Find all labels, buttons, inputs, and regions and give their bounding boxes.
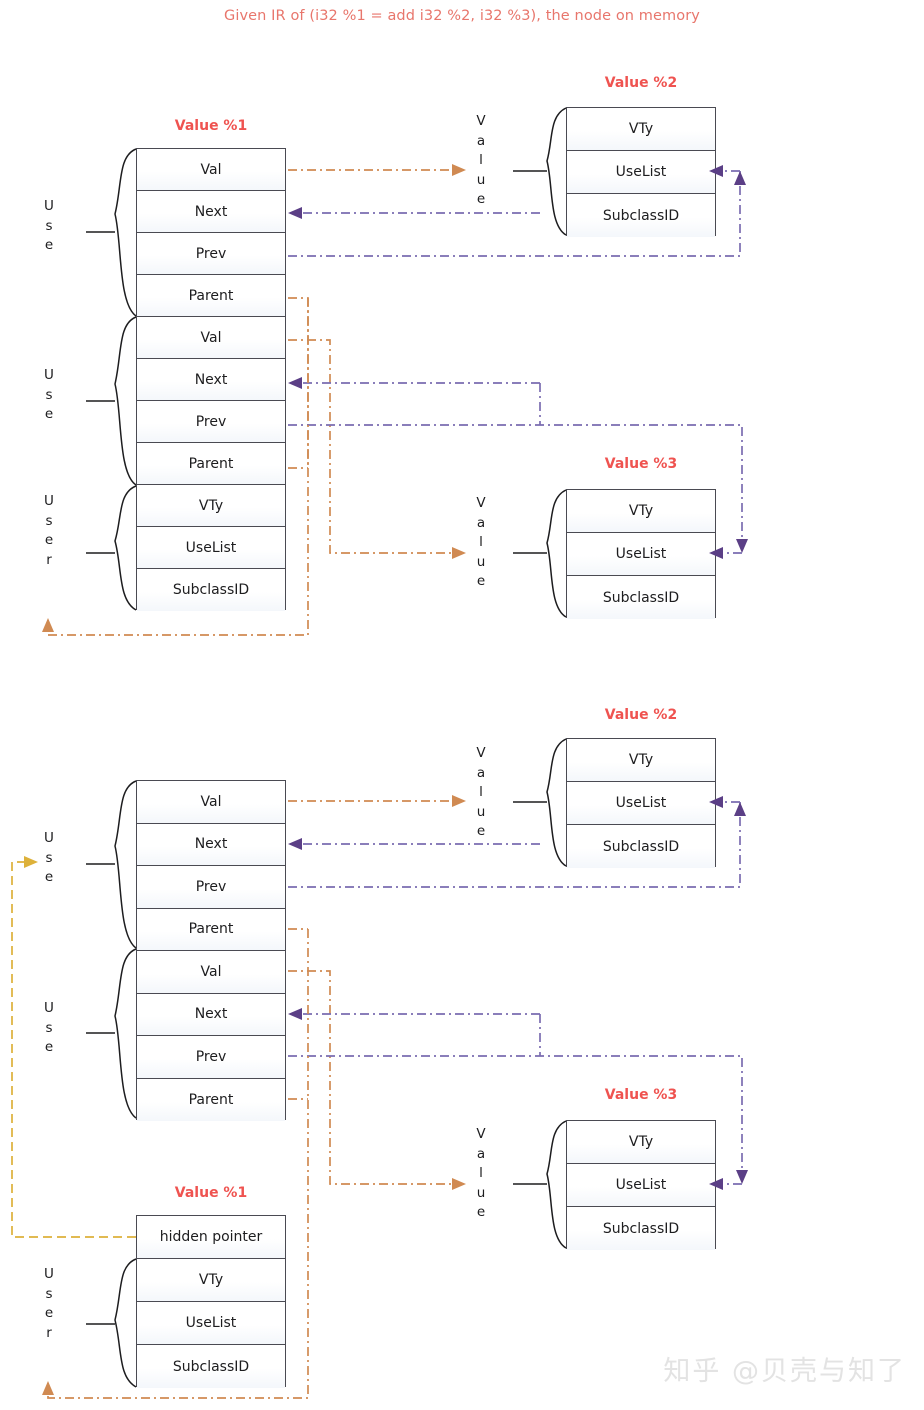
row-hidden-pointer: hidden pointer bbox=[137, 1216, 285, 1259]
arrow-bot-use3-val-to-value2 bbox=[288, 795, 466, 807]
arrow-top-use1-prev-loop-to-value2 bbox=[288, 165, 746, 257]
row-uselist: UseList bbox=[137, 1302, 285, 1345]
row-vty: VTy bbox=[567, 1121, 715, 1164]
arrow-top-use1-val-to-value2 bbox=[288, 164, 466, 176]
top-user-node-struct: Val Next Prev Parent Val Next Prev Paren… bbox=[136, 148, 286, 611]
bottom-use-node-struct: Val Next Prev Parent Val Next Prev Paren… bbox=[136, 780, 286, 1121]
row-parent: Parent bbox=[137, 908, 285, 951]
arrow-bot-value3-to-use4-next bbox=[288, 1008, 540, 1020]
row-prev: Prev bbox=[137, 233, 285, 275]
brace-value3 bbox=[513, 489, 567, 618]
group-label-value: V a l u e bbox=[476, 1126, 486, 1221]
bottom-value2-label: Value %2 bbox=[604, 707, 678, 723]
brace-value5 bbox=[513, 1120, 567, 1249]
arrow-bot-value2-to-use3-next bbox=[288, 838, 540, 850]
arrow-bot-use4-prev-loop-to-value3 bbox=[288, 1055, 748, 1190]
row-vty: VTy bbox=[567, 108, 715, 151]
row-vty: VTy bbox=[567, 739, 715, 782]
brace-value4 bbox=[513, 738, 567, 867]
row-prev: Prev bbox=[137, 401, 285, 443]
orange-parent-trunk-bottom bbox=[42, 929, 309, 1399]
watermark: 知乎 @贝壳与知了 bbox=[663, 1356, 906, 1387]
arrow-top-use2-prev-loop-to-value3 bbox=[288, 424, 748, 559]
row-parent: Parent bbox=[137, 1078, 285, 1121]
row-uselist: UseList bbox=[137, 527, 285, 569]
group-label-user: U s e r bbox=[44, 493, 54, 568]
row-next: Next bbox=[137, 993, 285, 1036]
bottom-value3-struct: VTy UseList SubclassID bbox=[566, 1120, 716, 1250]
row-next: Next bbox=[137, 359, 285, 401]
row-uselist: UseList bbox=[567, 782, 715, 825]
arrow-top-value2-to-use1-next bbox=[288, 207, 540, 219]
row-subclassid: SubclassID bbox=[567, 825, 715, 868]
top-value3-label: Value %3 bbox=[604, 456, 678, 472]
row-next: Next bbox=[137, 191, 285, 233]
arrow-bot-use4-val-to-value3 bbox=[288, 970, 466, 1190]
top-value3-struct: VTy UseList SubclassID bbox=[566, 489, 716, 619]
row-prev: Prev bbox=[137, 866, 285, 909]
arrow-bot-use3-prev-loop-to-value2 bbox=[288, 796, 746, 888]
brace-value2 bbox=[513, 107, 567, 236]
row-subclassid: SubclassID bbox=[137, 1345, 285, 1388]
row-val: Val bbox=[137, 149, 285, 191]
top-value2-label: Value %2 bbox=[604, 75, 678, 91]
bottom-value2-struct: VTy UseList SubclassID bbox=[566, 738, 716, 868]
row-subclassid: SubclassID bbox=[567, 576, 715, 619]
row-val: Val bbox=[137, 951, 285, 994]
brace-user-1 bbox=[86, 485, 137, 611]
arrow-top-use2-val-to-value3 bbox=[288, 339, 466, 559]
brace-use-1 bbox=[86, 148, 137, 317]
arrow-top-value3-to-use2-next bbox=[288, 377, 540, 389]
top-value2-struct: VTy UseList SubclassID bbox=[566, 107, 716, 237]
group-label-value: V a l u e bbox=[476, 495, 486, 590]
row-prev: Prev bbox=[137, 1036, 285, 1079]
row-vty: VTy bbox=[137, 1259, 285, 1302]
row-vty: VTy bbox=[137, 485, 285, 527]
row-subclassid: SubclassID bbox=[137, 569, 285, 611]
row-val: Val bbox=[137, 781, 285, 824]
group-label-value: V a l u e bbox=[476, 113, 486, 208]
group-label-user: U s e r bbox=[44, 1266, 54, 1341]
row-uselist: UseList bbox=[567, 151, 715, 194]
row-val: Val bbox=[137, 317, 285, 359]
brace-use-3 bbox=[86, 780, 137, 949]
row-subclassid: SubclassID bbox=[567, 194, 715, 237]
row-uselist: UseList bbox=[567, 1164, 715, 1207]
bottom-value1-struct: hidden pointer VTy UseList SubclassID bbox=[136, 1215, 286, 1388]
bottom-value3-label: Value %3 bbox=[604, 1087, 678, 1103]
top-value1-label: Value %1 bbox=[174, 118, 248, 134]
row-subclassid: SubclassID bbox=[567, 1207, 715, 1250]
bottom-value1-label: Value %1 bbox=[174, 1185, 248, 1201]
row-parent: Parent bbox=[137, 443, 285, 485]
brace-user-2 bbox=[86, 1258, 137, 1388]
group-label-use: U s e bbox=[44, 198, 54, 254]
group-label-use: U s e bbox=[44, 1000, 54, 1056]
row-next: Next bbox=[137, 823, 285, 866]
group-label-use: U s e bbox=[44, 367, 54, 423]
row-vty: VTy bbox=[567, 490, 715, 533]
brace-use-4 bbox=[86, 948, 137, 1119]
row-parent: Parent bbox=[137, 275, 285, 317]
group-label-value: V a l u e bbox=[476, 745, 486, 840]
brace-use-2 bbox=[86, 316, 137, 486]
arrow-top-use1-parent-to-user bbox=[42, 297, 309, 636]
row-uselist: UseList bbox=[567, 533, 715, 576]
arrow-hidden-pointer-gold bbox=[11, 856, 136, 1238]
group-label-use: U s e bbox=[44, 830, 54, 886]
diagram-title: Given IR of (i32 %1 = add i32 %2, i32 %3… bbox=[224, 8, 700, 24]
